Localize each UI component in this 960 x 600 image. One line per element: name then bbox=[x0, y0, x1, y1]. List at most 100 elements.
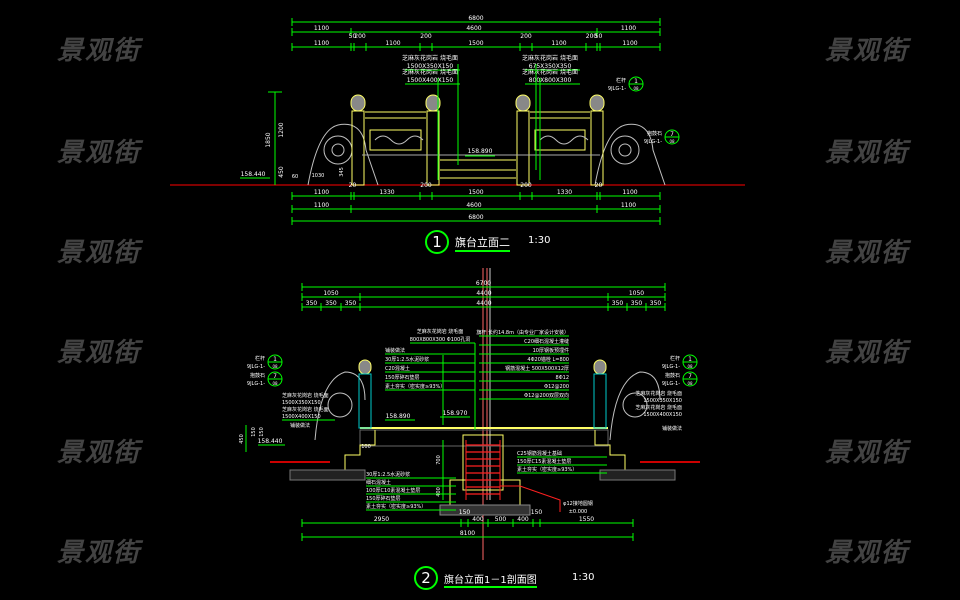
v2-ref-drumstone-right-label: 抱鼓石 bbox=[665, 372, 680, 379]
v1-dim-row2-value: 4600 bbox=[466, 25, 481, 32]
v1-dim-row3-value: 200 bbox=[520, 33, 532, 40]
callout-size: 1500X350X150 bbox=[407, 63, 454, 70]
v2-dim-row2-value: 1050 bbox=[323, 290, 338, 297]
v1-dim-row2-value: 1100 bbox=[621, 25, 636, 32]
callout-lower-left: 细石混凝土 bbox=[366, 479, 391, 486]
view2-scale: 1:30 bbox=[572, 572, 595, 583]
callout-left: 30厚1:2.5水泥砂浆 bbox=[385, 356, 429, 363]
v1-dim-bottom2-value: 4600 bbox=[466, 202, 481, 209]
callout-side-left: 1500X350X150 bbox=[282, 400, 321, 406]
v2-dim-row2-value: 4400 bbox=[476, 290, 491, 297]
v2-ref-railing-left-bottom: 08 bbox=[272, 364, 278, 369]
elevation-label: 158.440 bbox=[241, 171, 266, 178]
post-section bbox=[358, 373, 372, 429]
v2-ref-railing-right-code: 9JLG-1- bbox=[662, 364, 680, 370]
v2-ref-railing-left-label: 栏杆 bbox=[255, 355, 265, 362]
post-cap bbox=[515, 94, 531, 112]
drum-stone-rosette bbox=[331, 143, 345, 157]
v2-ref-drumstone-right-top: 7 bbox=[688, 373, 692, 380]
callout-lower-left: 100厚C10素混凝土垫层 bbox=[366, 487, 420, 494]
platform-slab bbox=[359, 429, 609, 447]
watermark: 景观街 bbox=[57, 538, 142, 568]
callout-lower-left: 150厚碎石垫层 bbox=[366, 495, 401, 502]
v2-ref-railing-left-code: 9JLG-1- bbox=[247, 364, 265, 370]
elevation-label: 158.890 bbox=[468, 148, 493, 155]
v2-vert-dim-value: 150 bbox=[259, 427, 265, 437]
v2-vert-dim-value: 700 bbox=[436, 455, 442, 465]
v1-vert-dim-value: 1200 bbox=[278, 122, 285, 137]
callout-lower-right: 素土夯实（密实度≥93%） bbox=[517, 466, 577, 473]
v1-dim-value: 60 bbox=[292, 174, 298, 180]
post-cap bbox=[593, 359, 607, 375]
callout-lower-left: 素土夯实（密实度≥93%） bbox=[366, 503, 426, 510]
v2-vert-dim-value: 450 bbox=[239, 434, 245, 444]
callout-lower-right: 150厚C15素混凝土垫层 bbox=[517, 458, 571, 465]
callout-side-left: 芝麻灰花岗岩 烧毛面 bbox=[282, 406, 329, 413]
v1-ref-railing-code: 9JLG-1- bbox=[608, 86, 626, 92]
drum-stone-outline bbox=[609, 371, 661, 441]
v1-ref-drumstone-label: 抱鼓石 bbox=[647, 130, 662, 137]
elevation-label: 158.970 bbox=[443, 410, 468, 417]
v2-ref-drumstone-left-code: 9JLG-1- bbox=[247, 381, 265, 387]
v2-dim-bottom2-value: 8100 bbox=[460, 530, 475, 537]
v1-ref-drumstone-code: 9JLG-1- bbox=[644, 139, 662, 145]
v1-ref-drumstone-bottom: 08 bbox=[669, 139, 675, 144]
v1-vert-dim-value: 450 bbox=[278, 166, 285, 178]
v1-dim-bottom1-value: 200 bbox=[520, 182, 532, 189]
callout-right: C20细石混凝土灌缝 bbox=[524, 338, 569, 345]
view1-scale: 1:30 bbox=[528, 235, 551, 246]
callout-side-left: 铺装做法 bbox=[290, 422, 310, 429]
callout-left: 素土夯实（密实度≥93%） bbox=[385, 383, 445, 390]
v1-dim-row3-value: 1100 bbox=[622, 40, 637, 47]
v1-dim-value: 1030 bbox=[312, 173, 325, 179]
v2-dim-bottom1-value: 400 bbox=[472, 516, 484, 523]
v2-ref-railing-left-top: 1 bbox=[273, 356, 277, 363]
v2-dim-bottom1-value: 2950 bbox=[374, 516, 389, 523]
v2-dim-bottom1-value: 400 bbox=[517, 516, 529, 523]
v1-dim-bottom1-value: 20 bbox=[595, 182, 603, 189]
callout-right: 4Φ20锚栓 L=800 bbox=[527, 356, 569, 363]
v1-dim-row3-value: 50 bbox=[595, 33, 603, 40]
watermark: 景观街 bbox=[57, 36, 142, 66]
drum-stone-ornament bbox=[327, 392, 353, 418]
left-steps bbox=[300, 430, 376, 471]
v1-dim-bottom1-value: 1330 bbox=[379, 189, 394, 196]
watermark: 景观街 bbox=[825, 36, 910, 66]
v1-dim-bottom1-value: 1330 bbox=[557, 189, 572, 196]
footing bbox=[449, 479, 521, 506]
watermark: 景观街 bbox=[57, 138, 142, 168]
ground-rod-label: φ12接地圆钢 bbox=[563, 500, 593, 507]
v2-ref-railing-right-bottom: 08 bbox=[687, 364, 693, 369]
post-cap bbox=[589, 94, 605, 112]
view2-title: 旗台立面1－1剖面图 bbox=[444, 571, 537, 588]
panel-carving bbox=[539, 135, 589, 145]
drum-stone-ornament bbox=[610, 135, 640, 165]
v2-vert-dim-value: 400 bbox=[436, 487, 442, 497]
v1-ref-railing-top: 1 bbox=[634, 78, 638, 85]
callout-right: 钢筋混凝土 500X500X12厚 bbox=[505, 365, 569, 372]
callout-material: 芝麻灰花岗岩 烧毛面 bbox=[402, 68, 458, 76]
callout-material: 芝麻灰花岗岩 烧毛面 bbox=[417, 328, 464, 335]
v1-dim-bottom3-value: 6800 bbox=[468, 214, 483, 221]
drum-stone-outline bbox=[314, 371, 366, 441]
watermark: 景观街 bbox=[825, 538, 910, 568]
v1-dim-bottom2-value: 1100 bbox=[314, 202, 329, 209]
callout-right: 8Φ12 bbox=[556, 375, 569, 381]
callout-material: 芝麻灰花岗岩 烧毛面 bbox=[522, 54, 578, 62]
v2-dim-row2-value: 1050 bbox=[629, 290, 644, 297]
v2-dim-value: 100 bbox=[361, 444, 371, 450]
balustrade-post bbox=[426, 110, 440, 186]
v1-ref-railing-label: 栏杆 bbox=[616, 77, 626, 84]
watermark: 景观街 bbox=[825, 338, 910, 368]
panel-carving bbox=[374, 135, 424, 145]
v1-vert-dim-value: 1850 bbox=[265, 132, 272, 147]
elevation-label: 158.890 bbox=[386, 413, 411, 420]
drum-stone-outline bbox=[594, 123, 666, 186]
v2-dim-row3-value: 350 bbox=[345, 300, 357, 307]
callout-size: 800X800X300 bbox=[529, 77, 572, 84]
v1-dim-row3-value: 50 bbox=[349, 33, 357, 40]
v1-dim-row3-value: 1500 bbox=[468, 40, 483, 47]
callout-right: 旗杆 长约14.8m（由专业厂家设计安装） bbox=[476, 329, 569, 336]
